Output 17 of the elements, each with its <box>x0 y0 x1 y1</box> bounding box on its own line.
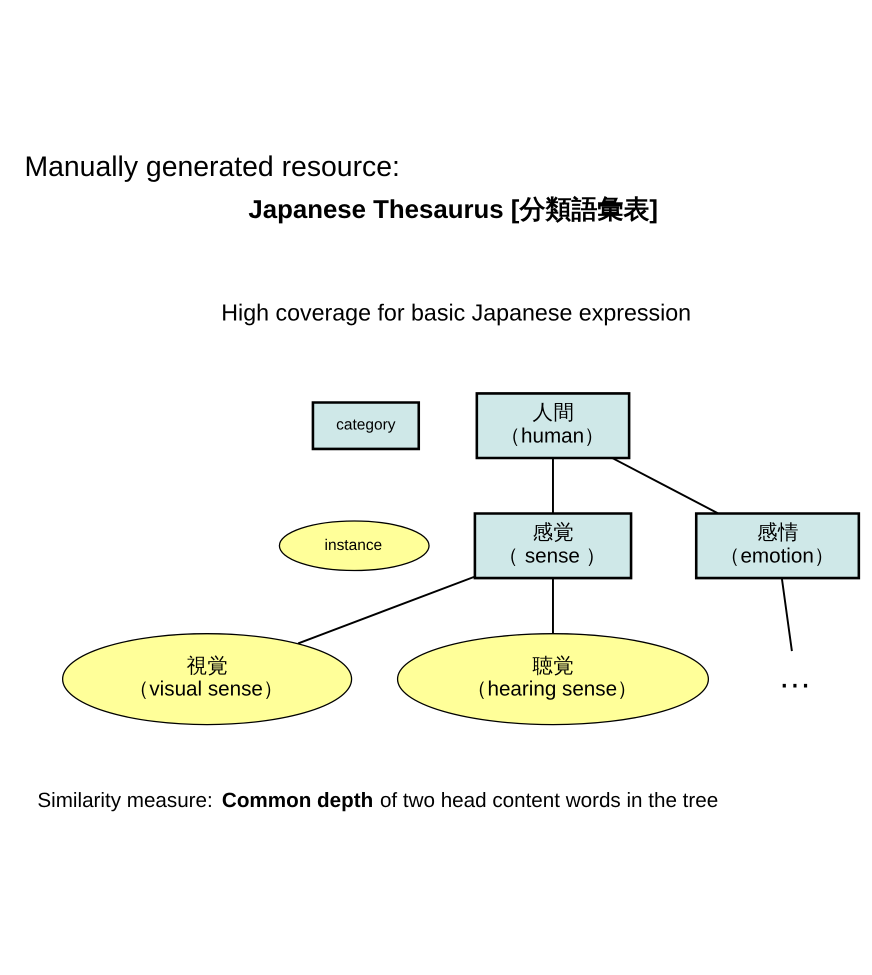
diagram-title: Manually generated resource: <box>24 151 400 184</box>
connector <box>612 457 718 514</box>
node-ellipse: 聴覚 （hearing sense） <box>396 633 709 726</box>
legend-label: instance <box>324 536 382 554</box>
label: Japanese Thesaurus [分類語彙表] <box>248 196 658 224</box>
node-box: 人間 （human） <box>475 392 630 460</box>
node-box: 感情 （emotion） <box>694 512 860 580</box>
node-ellipse: 視覚 （visual sense） <box>61 633 352 726</box>
node-box: 感覚 （ sense ） <box>473 512 632 580</box>
connector <box>780 578 792 652</box>
label: High coverage for basic Japanese expression <box>220 299 691 326</box>
connector <box>552 578 554 634</box>
connector <box>552 458 554 514</box>
connector <box>297 576 474 644</box>
legend-label: category <box>336 416 395 434</box>
node-text: … <box>778 658 812 696</box>
label: Similarity measure: Common depth of two head content words in the tree <box>36 789 718 812</box>
